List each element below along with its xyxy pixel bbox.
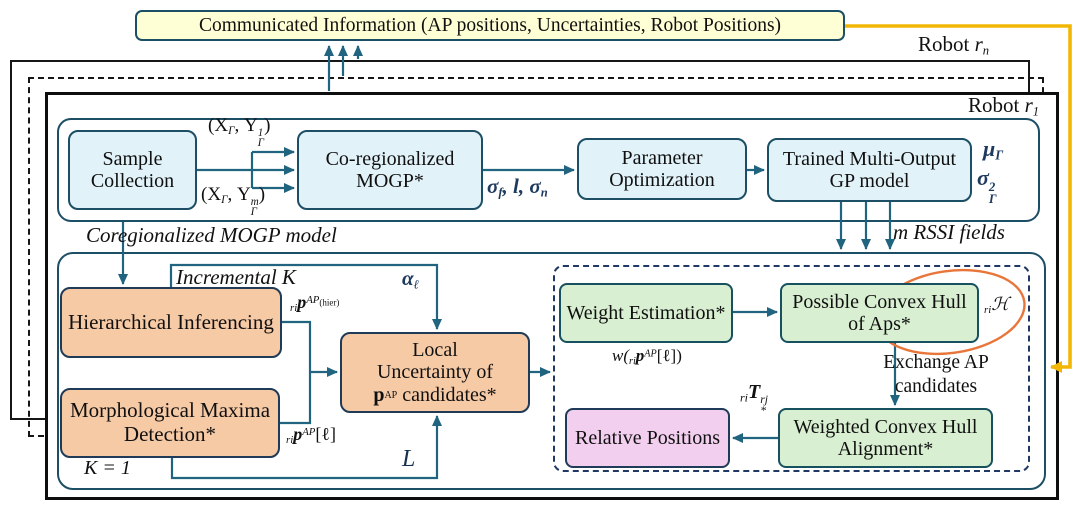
weight-function-label: w(ripAP[ℓ]) <box>612 346 682 367</box>
mogp-box: Co-regionalized MOGP* <box>297 130 483 210</box>
trained-gp-model-box: Trained Multi-Output GP model <box>767 138 972 202</box>
robot-r1-label: Robot r1 <box>968 93 1040 119</box>
m-rssi-fields-label: m RSSI fields <box>893 220 1005 244</box>
sample-collection-box: Sample Collection <box>68 130 197 210</box>
r-hull-label: riℋ <box>984 294 1009 317</box>
relative-positions-box: Relative Positions <box>565 408 730 468</box>
l-label: L <box>402 446 416 472</box>
parameter-optimization-box: Parameter Optimization <box>577 138 747 200</box>
weighted-hull-alignment-box: Weighted Convex Hull Alignment* <box>778 408 993 468</box>
coregionalized-model-label: Coregionalized MOGP model <box>86 223 337 247</box>
p-ell-label: ripAP[ℓ] <box>286 424 337 447</box>
weight-estimation-box: Weight Estimation* <box>559 283 733 343</box>
robot-rn-label: Robot rn <box>918 32 990 58</box>
local-uncertainty-box: Local Uncertainty of pAP candidates* <box>340 332 530 413</box>
mu-gamma-label: μΓ <box>983 136 1004 163</box>
possible-convex-hull-box: Possible Convex Hull of Aps* <box>780 283 979 343</box>
communicated-information-box: Communicated Information (AP positions, … <box>135 10 845 41</box>
morphological-maxima-box: Morphological Maxima Detection* <box>60 388 280 458</box>
alpha-l-label: αℓ <box>402 266 420 292</box>
ap-localization-section <box>57 252 1046 490</box>
communicated-information-label: Communicated Information (AP positions, … <box>198 14 782 36</box>
exchange-ap-label: Exchange AP candidates <box>883 352 989 398</box>
incremental-k-label: Incremental K <box>176 265 296 289</box>
hierarchical-inferencing-box: Hierarchical Inferencing <box>60 287 282 358</box>
sigma-fln-label: σf, l, σn <box>487 174 548 200</box>
k-eq-1-label: K = 1 <box>84 457 131 479</box>
p-hier-label: ripAP(hier) <box>290 292 340 315</box>
